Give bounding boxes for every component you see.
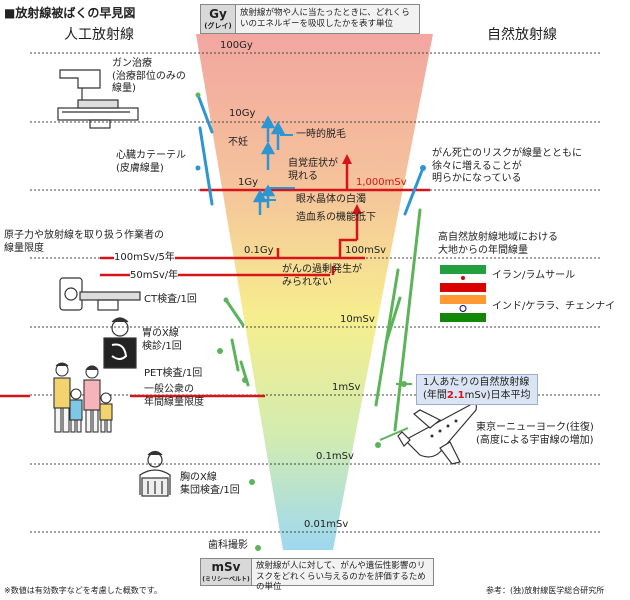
public-dose-limit-label: 一般公衆の 年間線量限度 [144,384,204,408]
symptoms-label: 自覚症状が 現れる [288,158,338,182]
dose-funnel [196,34,433,550]
india-kerala-label: インド/ケララ、チェンナイ [492,301,616,312]
blue-effect-arrows [252,115,286,215]
scale-label-100gy: 100Gy [220,40,253,51]
right-range-bars [374,166,425,432]
footnote: ※数値は有効数字などを考慮した概数です。 [4,586,162,595]
scale-label-100msv: 100mSv [345,245,387,256]
gy-unit-label: Gy (グレイ) [201,5,236,33]
iran-flag-icon [440,265,486,292]
scale-label-0.1msv: 0.1mSv [316,451,354,462]
ct-scanner-icon [59,277,141,311]
japan-average-label: (年間2.1mSv)日本平均 [423,389,531,401]
scale-label-0.01msv: 0.01mSv [304,519,349,530]
iran-ramsar-label: イラン/ラムサール [492,270,576,281]
worker-limit-5yr: 100mSv/5年 [114,252,175,265]
msv-unit-label: mSv (ミリシーベルト) [201,559,252,585]
scale-label-1msv: 1mSv [332,382,361,393]
ct-scan-label: CT検査/1回 [144,294,197,305]
chest-xray-person-icon [139,450,171,497]
left-range-bars [196,93,250,387]
scale-label-10gy: 10Gy [229,108,256,119]
scale-label-1gy: 1Gy [238,177,259,188]
india-flag-icon [440,295,486,322]
worker-dose-limit-label: 原子力や放射線を取り扱う作業者の 線量限度 [4,230,164,254]
per-person-natural-label: 1人あたりの自然放射線 [423,377,530,388]
msv-unit-box: mSv (ミリシーベルト) 放射線が人に対して、がんや遺伝性影響のリスクをどれく… [200,558,434,593]
airplane-icon [397,402,477,465]
cancer-therapy-label: ガン治療 (治療部位のみの 線量) [112,58,186,94]
scale-label-10msv: 10mSv [340,314,375,325]
page-title: ■放射線被ばくの早見図 [4,6,136,20]
flight-label: 東京ーニューヨーク(往復) (高度による宇宙線の増加) [476,422,594,446]
no-cancer-increase-label: がんの過剰発生が みられない [282,264,362,288]
pet-scan-label: PET検査/1回 [144,368,203,379]
chest-xray-label: 胸のX線 集団検査/1回 [180,472,240,496]
cataract-label: 眼水晶体の白濁 [296,194,366,205]
blood-function-label: 造血系の機能低下 [296,212,376,223]
natural-radiation-header: 自然放射線 [487,27,557,43]
stomach-xray-label: 胃のX線 検診/1回 [142,328,182,352]
dental-xray-label: 歯科撮影 [208,540,248,551]
worker-limit-yr: 50mSv/年 [130,270,179,283]
scale-label-1000msv: 1,000mSv [356,177,407,188]
left-range-dots [195,92,261,551]
gy-unit-box: Gy (グレイ) 放射線が物や人に当たったときに、どれくらいのエネルギーを吸収し… [200,4,420,34]
sterility-label: 不妊 [228,137,248,148]
radiotherapy-machine-icon [57,69,139,129]
high-background-area-label: 高自然放射線地域における 大地からの年間線量 [438,232,558,256]
source-credit: 参考：(独)放射線医学総合研究所 [486,586,605,595]
artificial-radiation-header: 人工放射線 [64,27,134,43]
doctor-xray-icon [103,317,137,369]
japan-average-box: 1人あたりの自然放射線 (年間2.1mSv)日本平均 [416,374,538,405]
hair-loss-label: 一時的脱毛 [296,129,346,140]
gy-unit-description: 放射線が物や人に当たったときに、どれくらいのエネルギーを吸収したかを表す単位 [240,8,410,29]
blue-leader-lines [262,134,295,201]
family-icon [53,362,113,433]
cancer-risk-label: がん死亡のリスクが線量とともに 徐々に増えることが 明らかになっている [432,148,582,184]
cardiac-catheter-label: 心臓カテーテル (皮膚線量) [116,150,186,174]
scale-label-0.1gy: 0.1Gy [244,245,274,256]
msv-unit-description: 放射線が人に対して、がんや遺伝性影響のリスクをどれくらい与えるのかを評価するため… [256,561,426,593]
red-step-arrows [276,162,359,275]
